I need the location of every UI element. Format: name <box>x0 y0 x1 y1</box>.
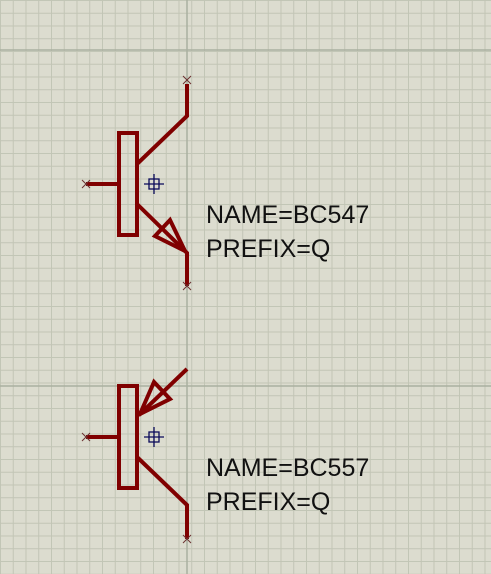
origin-marker-icon[interactable] <box>144 427 164 447</box>
pin-marker-collector[interactable] <box>182 534 192 544</box>
collector-lead <box>135 455 189 539</box>
origin-marker-icon[interactable] <box>144 174 164 194</box>
component-prefix-label[interactable]: PREFIX=Q <box>206 488 330 516</box>
pin-marker-collector[interactable] <box>182 75 192 85</box>
pnp-transistor-bc557[interactable]: NAME=BC557 PREFIX=Q <box>81 367 369 544</box>
component-name-label[interactable]: NAME=BC547 <box>206 201 369 229</box>
pin-marker-base[interactable] <box>81 432 91 442</box>
pin-marker-emitter[interactable] <box>182 281 192 291</box>
emitter-lead <box>135 202 189 286</box>
component-prefix-label[interactable]: PREFIX=Q <box>206 235 330 263</box>
base-bar <box>117 131 139 237</box>
emitter-arrow-icon <box>135 378 174 419</box>
component-name-label[interactable]: NAME=BC557 <box>206 454 369 482</box>
base-bar <box>117 384 139 490</box>
npn-transistor-bc547[interactable]: NAME=BC547 PREFIX=Q <box>81 75 369 291</box>
pin-marker-base[interactable] <box>81 179 91 189</box>
emitter-arrow-icon <box>151 216 190 256</box>
collector-lead <box>135 84 189 166</box>
